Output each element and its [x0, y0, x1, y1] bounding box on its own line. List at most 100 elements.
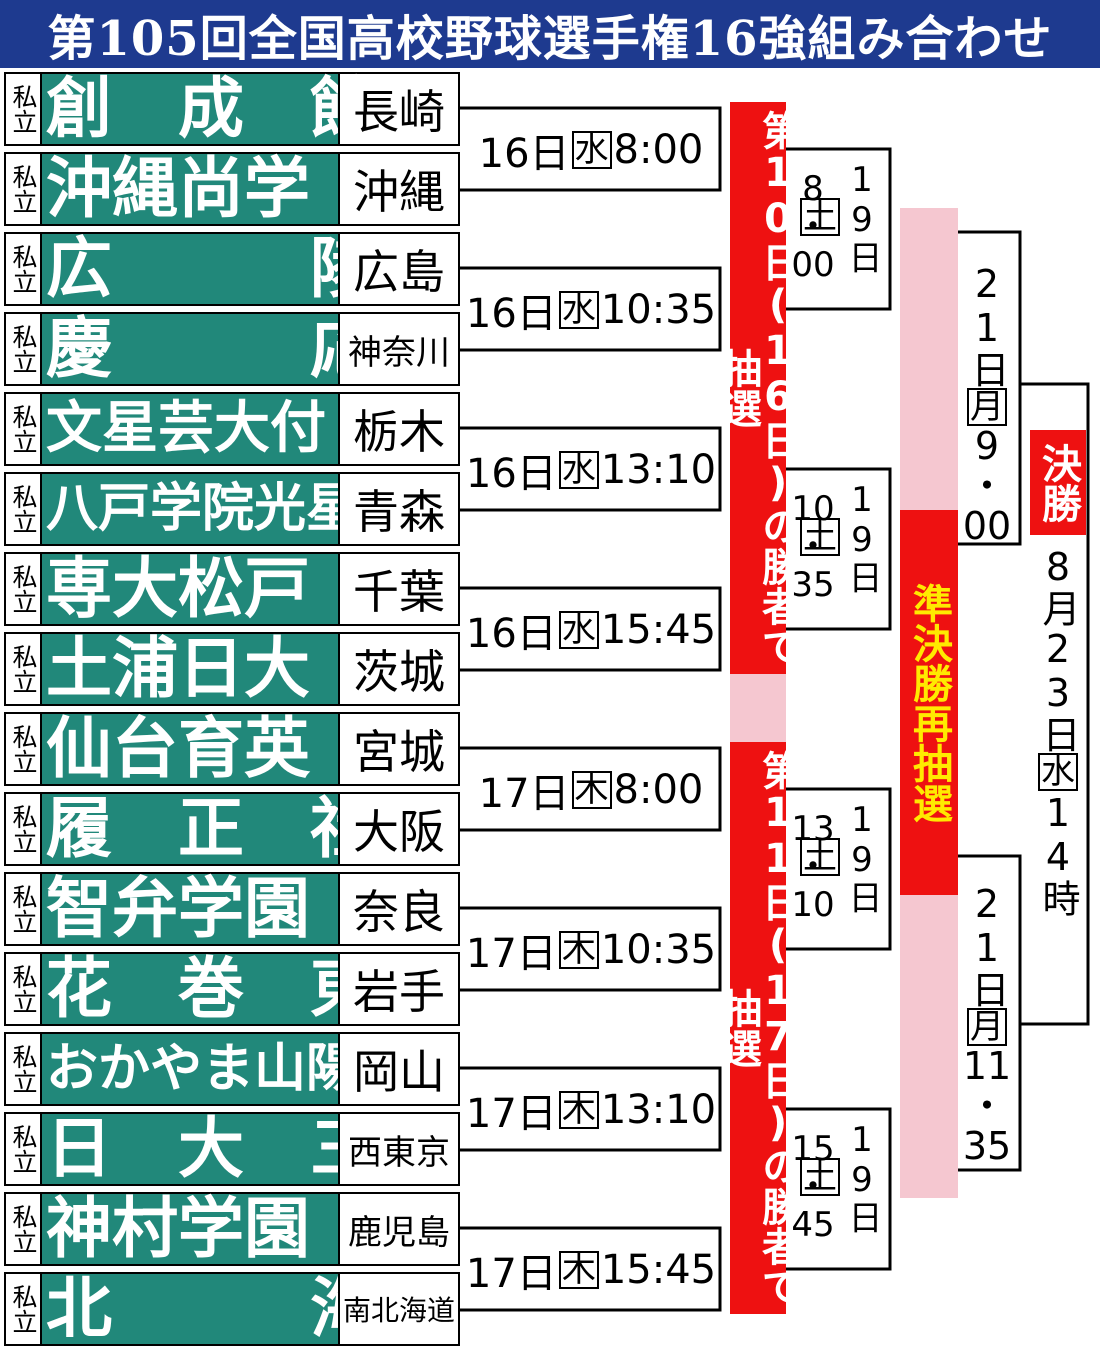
prefecture: 大阪: [338, 794, 458, 864]
final-day: 23日: [1036, 627, 1080, 753]
final-month: 8月: [1036, 545, 1080, 627]
bracket-final: [1020, 382, 1090, 1026]
school-name-cell: おかやま山陽: [42, 1034, 359, 1104]
match-day: 16日: [465, 291, 557, 337]
school-name: 北 海: [46, 1270, 376, 1347]
school-name: おかやま山陽: [46, 1039, 359, 1099]
prefecture: 広島: [338, 234, 458, 304]
team-row: 私立履 正 社大阪: [4, 792, 460, 866]
match-weekday: 木: [558, 931, 599, 969]
team-row: 私立文星芸大付栃木: [4, 392, 460, 466]
title-banner: 第105回全国高校野球選手権16強組み合わせ: [0, 0, 1100, 68]
final-label-text: 決勝: [1035, 442, 1081, 523]
school-name-cell: 花 巻 東: [42, 952, 376, 1026]
semifinal-note-text: 準決勝再抽選: [906, 582, 952, 823]
prefecture: 沖縄: [338, 154, 458, 224]
match-clock: 10:35: [600, 287, 717, 333]
school-name: 日 大 三: [46, 1110, 376, 1187]
school-name-cell: 履 正 社: [42, 790, 376, 867]
match-weekday: 水: [571, 131, 612, 169]
school-name: 沖縄尚学: [46, 150, 310, 227]
prefecture: 西東京: [338, 1114, 458, 1184]
sf-hour: 11: [962, 1044, 1012, 1088]
prefecture: 神奈川: [338, 314, 458, 384]
school-name-cell: 専大松戸: [42, 550, 338, 627]
bracket-r16-3: [460, 426, 722, 512]
bracket-r16-5: [460, 746, 722, 832]
school-type: 私立: [6, 954, 42, 1024]
school-name-cell: 慶 応: [42, 310, 376, 387]
qf-day: 19日: [842, 1120, 882, 1234]
qf-minute: 35: [791, 565, 835, 605]
prefecture: 青森: [338, 474, 458, 544]
semifinal-redraw-label: 準決勝再抽選: [900, 510, 958, 895]
school-type: 私立: [6, 794, 42, 864]
match-clock: 10:35: [600, 927, 717, 973]
team-row: 私立専大松戸千葉: [4, 552, 460, 626]
team-row: 私立沖縄尚学沖縄: [4, 152, 460, 226]
draw-note-day10: 第10日(16日)の勝者で抽選: [715, 102, 801, 674]
bracket-r16-8: [460, 1226, 722, 1312]
sf-weekday: 月: [967, 388, 1007, 426]
bracket-r16-7: [460, 1066, 722, 1152]
qf-minute: 10: [791, 885, 835, 925]
final-schedule: 8月 23日 水 14時: [1034, 545, 1082, 917]
team-row: 私立おかやま山陽岡山: [4, 1032, 460, 1106]
sf-separator: ・: [967, 1084, 1006, 1128]
school-name-cell: 智弁学園: [42, 872, 338, 946]
match-clock: 15:45: [600, 607, 717, 653]
school-name-cell: 北 海: [42, 1270, 376, 1347]
match-day: 17日: [465, 1091, 557, 1137]
team-row: 私立花 巻 東岩手: [4, 952, 460, 1026]
school-type: 私立: [6, 1114, 42, 1184]
match-day: 17日: [465, 1251, 557, 1297]
match-weekday: 水: [558, 291, 599, 329]
sf-weekday: 月: [967, 1008, 1007, 1046]
bracket-sf-1: [958, 230, 1022, 546]
sf-minute: 00: [962, 504, 1012, 548]
school-type: 私立: [6, 74, 42, 144]
qf-weekday: 土: [800, 198, 840, 236]
match-day: 17日: [478, 771, 570, 817]
team-row: 私立神村学園鹿児島: [4, 1192, 460, 1266]
school-name: 土浦日大: [46, 630, 310, 707]
sf-separator: ・: [967, 464, 1006, 508]
prefecture: 宮城: [338, 714, 458, 784]
match-weekday: 木: [571, 771, 612, 809]
bracket-qf-4: [786, 1107, 892, 1271]
match-clock: 8:00: [613, 767, 704, 813]
match-clock: 8:00: [613, 127, 704, 173]
school-type: 私立: [6, 874, 42, 944]
school-name-cell: 日 大 三: [42, 1110, 376, 1187]
team-row: 私立広 陵広島: [4, 232, 460, 306]
match-clock: 13:10: [600, 1087, 717, 1133]
school-name-cell: 神村学園: [42, 1192, 338, 1266]
sf-day: 21日: [965, 262, 1009, 388]
team-row: 私立仙台育英宮城: [4, 712, 460, 786]
school-name-cell: 創 成 館: [42, 72, 376, 146]
school-name: 慶 応: [46, 310, 376, 387]
school-type: 私立: [6, 714, 42, 784]
school-name: 履 正 社: [46, 790, 376, 867]
qf-hour: 10: [791, 489, 835, 529]
qf-weekday: 土: [800, 838, 840, 876]
school-name: 専大松戸: [46, 550, 310, 627]
match-weekday: 木: [558, 1091, 599, 1129]
team-row: 私立日 大 三西東京: [4, 1112, 460, 1186]
team-row: 私立慶 応神奈川: [4, 312, 460, 386]
match-day: 16日: [465, 611, 557, 657]
qf-hour: 15: [791, 1129, 835, 1169]
prefecture: 南北海道: [338, 1274, 458, 1344]
